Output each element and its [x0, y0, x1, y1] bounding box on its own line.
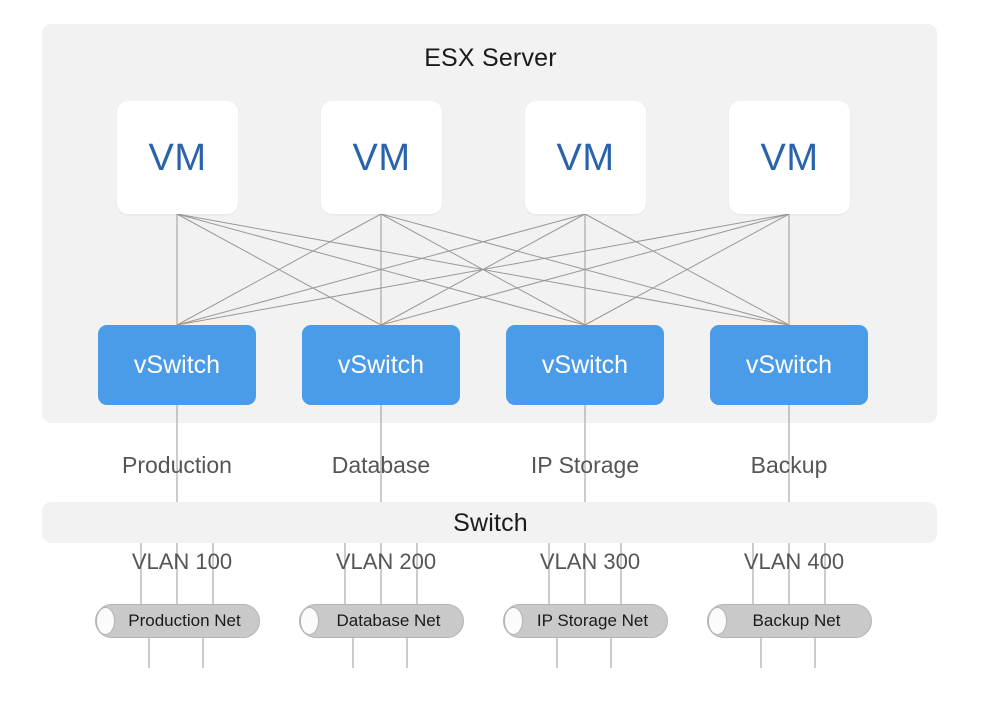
vswitch-box-3[interactable]: vSwitch	[506, 325, 664, 405]
network-label-database: Database	[331, 452, 431, 478]
network-cylinder-backup[interactable]: Backup Net	[707, 604, 872, 638]
cylinder-label: IP Storage Net	[536, 611, 649, 630]
vswitch-box-1[interactable]: vSwitch	[98, 325, 256, 405]
vlan-label-100: VLAN 100	[131, 549, 233, 574]
vlan-label-200: VLAN 200	[335, 549, 437, 574]
vswitch-box-4[interactable]: vSwitch	[710, 325, 868, 405]
cylinder-label: Backup Net	[752, 611, 841, 630]
vm-label: VM	[148, 136, 207, 179]
vm-label: VM	[556, 136, 615, 179]
cylinder-body	[707, 604, 872, 638]
vlan-label-300: VLAN 300	[539, 549, 641, 574]
vm-box-4[interactable]: VM	[729, 101, 850, 214]
network-label-backup: Backup	[750, 452, 828, 478]
vm-label: VM	[352, 136, 411, 179]
vm-label: VM	[760, 136, 819, 179]
switch-title: Switch	[453, 509, 528, 537]
vm-box-3[interactable]: VM	[525, 101, 646, 214]
network-cylinder-ip-storage[interactable]: IP Storage Net	[503, 604, 668, 638]
cylinder-body	[95, 604, 260, 638]
vswitch-label: vSwitch	[541, 350, 629, 379]
cylinder-end-cap-icon	[96, 607, 115, 635]
vswitch-box-2[interactable]: vSwitch	[302, 325, 460, 405]
cylinder-label: Database Net	[336, 611, 441, 630]
network-label-ip-storage: IP Storage	[530, 452, 640, 478]
vswitch-label: vSwitch	[337, 350, 425, 379]
vm-box-1[interactable]: VM	[117, 101, 238, 214]
vswitch-label: vSwitch	[745, 350, 833, 379]
esx-server-title: ESX Server	[424, 44, 557, 72]
vswitch-label: vSwitch	[133, 350, 221, 379]
vlan-label-400: VLAN 400	[743, 549, 845, 574]
cylinder-body	[503, 604, 668, 638]
vm-box-2[interactable]: VM	[321, 101, 442, 214]
cylinder-body	[299, 604, 464, 638]
network-cylinder-database[interactable]: Database Net	[299, 604, 464, 638]
network-label-production: Production	[122, 452, 232, 478]
cylinder-end-cap-icon	[708, 607, 727, 635]
network-cylinder-production[interactable]: Production Net	[95, 604, 260, 638]
cylinder-end-cap-icon	[504, 607, 523, 635]
switch-panel	[42, 502, 937, 543]
cylinder-end-cap-icon	[300, 607, 319, 635]
cylinder-label: Production Net	[128, 611, 241, 630]
